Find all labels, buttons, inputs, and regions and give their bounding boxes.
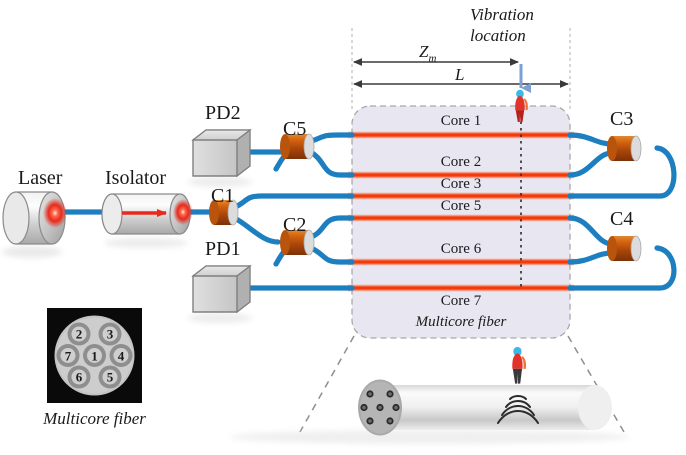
zoom-connector-lines — [299, 335, 625, 433]
inset-core-number-3: 3 — [106, 326, 114, 342]
coupler-c4 — [607, 235, 642, 262]
vibration-waves — [497, 395, 539, 424]
fiber-cylinder-3d — [230, 346, 630, 444]
inset-core-rings — [56, 322, 133, 389]
fiber-core1-to-c3 — [567, 132, 615, 147]
isolator-aperture-glow — [173, 199, 193, 225]
fiber-c2-to-core6 — [306, 244, 355, 265]
zm-base: Z — [419, 42, 429, 61]
core-label-2: Core 2 — [440, 154, 482, 170]
coupler-c5 — [280, 133, 315, 160]
coupler-c3-label: C3 — [610, 108, 634, 130]
laser-source — [2, 191, 67, 258]
core-line-2 — [348, 171, 574, 179]
fiber-core6-to-c4 — [567, 250, 615, 265]
inset-caption: Multicore fiber — [43, 409, 146, 428]
core-line-5 — [348, 214, 574, 222]
fiber-core5-to-c4 — [567, 215, 615, 247]
core-label-6: Core 6 — [440, 241, 482, 257]
fiber-c2-to-core5 — [306, 215, 355, 241]
core-label-7: Core 7 — [440, 293, 482, 309]
coupler-c2 — [280, 229, 315, 256]
fiber-end-cores — [360, 390, 400, 425]
vibration-label-line2: location — [470, 26, 526, 45]
inset-core-number-7: 7 — [64, 348, 72, 363]
inset-core-number-4: 4 — [117, 348, 125, 363]
laser-label: Laser — [18, 167, 63, 189]
core-line-1 — [348, 131, 574, 139]
coupler-c1-label: C1 — [211, 185, 235, 207]
core-label-3: Core 3 — [440, 176, 482, 192]
person-figure-bottom — [512, 346, 527, 384]
photodetector-pd2 — [188, 128, 252, 187]
distance-l-label: L — [455, 65, 465, 84]
multicore-fiber-inset — [47, 308, 142, 403]
dimension-arrows — [353, 58, 569, 88]
inset-core-number-1: 1 — [91, 348, 98, 363]
core-lines-group — [348, 131, 574, 292]
measurement-guide-lines — [351, 28, 571, 112]
fiber-c4-loop-core7 — [567, 245, 677, 291]
pd2-label: PD2 — [205, 102, 241, 124]
fiber-box-caption: Multicore fiber — [415, 314, 507, 330]
pd1-label: PD1 — [205, 238, 241, 260]
coupler-c1 — [209, 199, 239, 226]
core-line-3 — [348, 192, 574, 200]
fiber-c3-loop-core3 — [567, 145, 677, 199]
fiber-core2-to-c3 — [567, 150, 615, 178]
multicore-fiber-box — [351, 105, 571, 339]
inset-core-number-5: 5 — [106, 369, 114, 385]
isolator-device — [101, 193, 193, 248]
coupler-c4-label: C4 — [610, 208, 634, 230]
isolator-label: Isolator — [105, 167, 167, 189]
vibration-label-line1: Vibration — [470, 5, 534, 24]
zm-subscript: m — [428, 52, 437, 65]
photodetector-pd1 — [188, 264, 252, 323]
core-label-1: Core 1 — [440, 113, 482, 129]
coupler-c2-label: C2 — [283, 214, 307, 236]
fiber-c1-to-core3 — [230, 193, 355, 211]
laser-aperture-glow — [43, 198, 67, 228]
fiber-c5-to-core1 — [306, 132, 355, 145]
inset-core-number-6: 6 — [75, 369, 83, 385]
coupler-c5-label: C5 — [283, 118, 307, 140]
distance-zm-label: Zm — [419, 43, 436, 64]
core-label-5: Core 5 — [440, 198, 482, 214]
core-line-7 — [348, 284, 574, 292]
core-line-6 — [348, 258, 574, 266]
person-figure-top — [515, 89, 528, 122]
coupler-c3 — [607, 135, 642, 162]
fiber-c5-to-core2 — [306, 148, 355, 178]
inset-core-number-2: 2 — [75, 326, 83, 342]
